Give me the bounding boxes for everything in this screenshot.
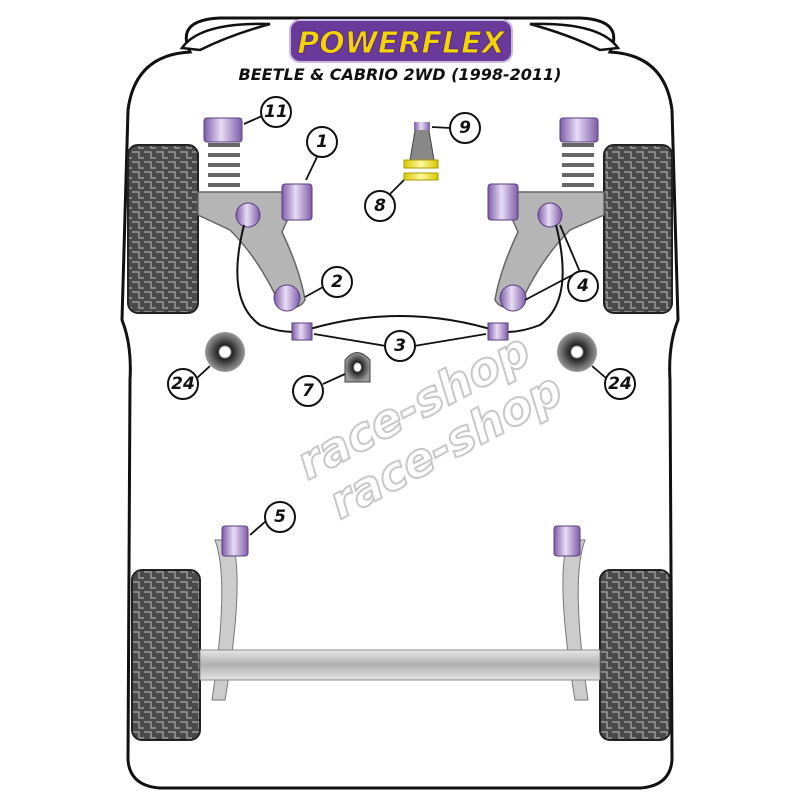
rear-beam-bush-right: [553, 525, 581, 557]
subframe-mount-right: [557, 332, 597, 372]
wishbone-rear-bush-left: [273, 284, 301, 312]
callout-11[interactable]: 11: [260, 96, 292, 128]
wishbone-bush-left: [235, 202, 261, 228]
wishbone-bush-right: [537, 202, 563, 228]
powerflex-logo: POWERFLEX: [289, 19, 513, 63]
wishbone-front-bush-left: [281, 183, 313, 221]
svg-text:24: 24: [608, 374, 632, 394]
tyre-front-left: [127, 144, 199, 314]
callout-2[interactable]: 2: [321, 266, 353, 298]
svg-text:9: 9: [459, 118, 471, 138]
callout-8[interactable]: 8: [364, 190, 396, 222]
callout-7[interactable]: 7: [292, 375, 324, 407]
top-mount-bush-right: [559, 117, 599, 143]
top-mount-bush-left: [203, 117, 243, 143]
svg-text:4: 4: [576, 276, 589, 296]
engine-mount-top-bush: [414, 122, 430, 130]
callout-24-left[interactable]: 24: [167, 368, 199, 400]
svg-text:24: 24: [171, 374, 195, 394]
arb-bush-right: [487, 322, 509, 341]
windscreen-left: [179, 22, 271, 52]
windscreen-right: [529, 22, 621, 52]
callout-5[interactable]: 5: [264, 501, 296, 533]
spring-left: [208, 143, 240, 187]
callout-24-right[interactable]: 24: [604, 368, 636, 400]
svg-text:POWERFLEX: POWERFLEX: [297, 26, 506, 61]
callout-1[interactable]: 1: [306, 126, 338, 158]
wishbone-front-bush-right: [487, 183, 519, 221]
callout-4[interactable]: 4: [567, 270, 599, 302]
engine-mount-yellow-bush-lower: [403, 172, 439, 181]
tyre-rear-left: [131, 569, 201, 741]
svg-text:7: 7: [302, 381, 314, 401]
svg-text:1: 1: [316, 132, 328, 152]
model-title: BEETLE & CABRIO 2WD (1998-2011): [239, 65, 562, 84]
tyre-rear-right: [599, 569, 671, 741]
svg-text:5: 5: [274, 507, 286, 527]
svg-text:8: 8: [374, 196, 386, 216]
rear-axle-beam: [199, 649, 601, 681]
callout-3[interactable]: 3: [384, 330, 416, 362]
svg-text:3: 3: [394, 336, 406, 356]
rear-beam-bush-left: [221, 525, 249, 557]
callout-9[interactable]: 9: [449, 112, 481, 144]
tyre-front-right: [603, 144, 673, 314]
svg-text:11: 11: [264, 102, 288, 122]
gearbox-mount-bush: [344, 352, 371, 383]
wishbone-rear-bush-right: [499, 284, 527, 312]
anti-roll-bar: [236, 224, 564, 334]
leader-lines: [196, 115, 607, 536]
subframe-mount-left: [205, 332, 245, 372]
engine-mount-yellow-bush-upper: [403, 159, 439, 169]
arb-bush-left: [291, 322, 313, 341]
svg-text:2: 2: [331, 272, 343, 292]
spring-right: [562, 143, 594, 187]
